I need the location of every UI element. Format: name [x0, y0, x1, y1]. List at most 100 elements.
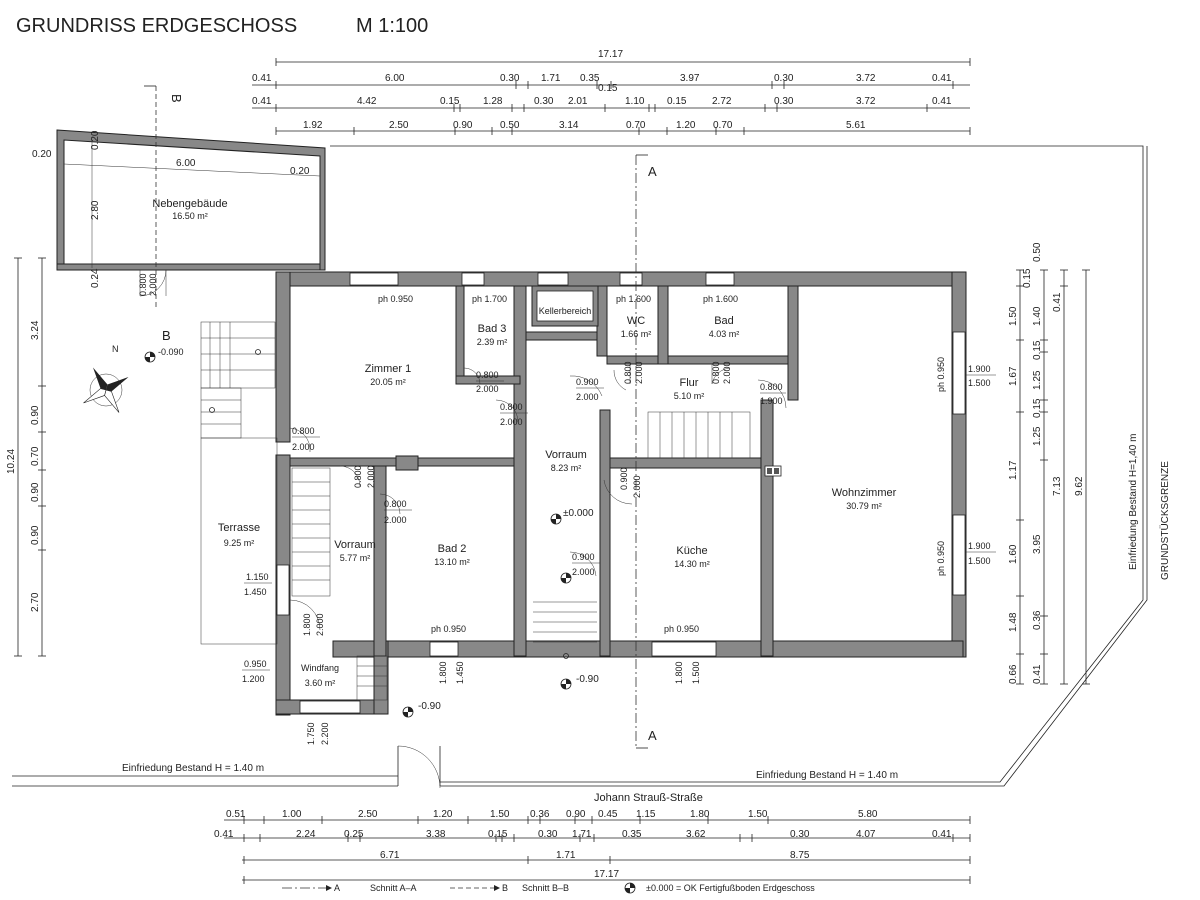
dim-label: 0.90 — [30, 482, 41, 502]
dim-label: 1.17 — [1008, 460, 1019, 480]
dim-label: 0.15 — [1032, 398, 1043, 418]
door-swings — [289, 364, 787, 631]
dim-label: 0.66 — [1008, 664, 1019, 684]
height-note: ph 1.700 — [472, 294, 507, 304]
legend-a-label: A — [334, 883, 340, 893]
dim-label: 3.24 — [30, 320, 41, 340]
room-windfang: Windfang — [301, 663, 339, 673]
dim-label: 2.70 — [30, 592, 41, 612]
height-note: ph 0.950 — [664, 624, 699, 634]
level-marker-2: -0.90 — [576, 674, 599, 685]
dim-label: 0.30 — [534, 96, 554, 107]
dim-label: 0.90 — [30, 405, 41, 425]
height-notes: ph 0.950 ph 1.700 ph 1.600 ph 1.600 ph 0… — [378, 294, 946, 634]
opening-h: 1.500 — [968, 556, 991, 566]
dim-label: 2.01 — [568, 96, 588, 107]
dim-label: 2.50 — [358, 809, 378, 820]
dim-bottom-total: 17.17 — [594, 869, 619, 880]
dim-neben-h: 2.80 — [90, 200, 101, 220]
dim-label: 1.71 — [541, 73, 561, 84]
dim-label: 0.35 — [580, 73, 600, 84]
room-kueche-area: 14.30 m² — [674, 559, 710, 569]
height-note: ph 0.950 — [936, 357, 946, 392]
opening-h: 2.000 — [476, 384, 499, 394]
room-kellerbereich: Kellerbereich — [539, 306, 592, 316]
opening-h: 2.000 — [292, 442, 315, 452]
dim-label: 0.15 — [1032, 340, 1043, 360]
room-flur-area: 5.10 m² — [674, 391, 705, 401]
room-bad: Bad — [714, 315, 734, 327]
site-lines — [12, 145, 1148, 789]
dim-label: 0.30 — [500, 73, 520, 84]
dim-label: 7.13 — [1052, 476, 1063, 496]
opening-w: 1.900 — [968, 364, 991, 374]
opening-w: 1.750 — [306, 722, 316, 745]
plan-scale: M 1:100 — [356, 15, 428, 37]
bottom-dimensions: 0.51 1.00 2.50 1.20 1.50 0.36 0.90 0.45 … — [214, 809, 971, 884]
dim-label: 0.30 — [538, 829, 558, 840]
opening-h: 1.900 — [760, 396, 783, 406]
level-marker-4: -0.090 — [158, 347, 184, 357]
dim-label: 0.25 — [344, 829, 364, 840]
dim-label: 0.41 — [1032, 664, 1043, 684]
dim-label: 3.62 — [686, 829, 706, 840]
compass-icon: N — [83, 344, 129, 413]
compass-north: N — [112, 344, 119, 354]
opening-h: 1.500 — [968, 378, 991, 388]
opening-dimensions: 0.800 2.000 0.800 2.000 0.900 2.000 0.80… — [138, 273, 996, 745]
dim-label: 2.24 — [296, 829, 316, 840]
opening-h: 1.450 — [455, 661, 465, 684]
opening-h: 1.500 — [691, 661, 701, 684]
dim-label: 1.60 — [1008, 544, 1019, 564]
room-kueche: Küche — [676, 545, 707, 557]
opening-h: 2.000 — [315, 613, 325, 636]
fence-left-label: Einfriedung Bestand H = 1.40 m — [122, 763, 264, 774]
section-a-top: A — [648, 164, 657, 179]
dim-label: 9.62 — [1074, 476, 1085, 496]
dim-neben-w: 6.00 — [176, 158, 196, 169]
dim-label: 0.41 — [932, 96, 952, 107]
opening-h: 2.000 — [500, 417, 523, 427]
dim-label: 1.71 — [556, 850, 576, 861]
stairs — [200, 321, 751, 701]
dim-label: 0.30 — [790, 829, 810, 840]
height-note: ph 0.950 — [431, 624, 466, 634]
room-nebengebaeude: Nebengebäude — [152, 198, 227, 210]
dim-label: 0.70 — [626, 120, 646, 131]
dim-label: 6.00 — [385, 73, 405, 84]
dim-label: 0.70 — [30, 446, 41, 466]
section-b-top: B — [169, 94, 184, 103]
opening-w: 0.800 — [353, 465, 363, 488]
dim-label: 2.72 — [712, 96, 732, 107]
legend-a-text: Schnitt A–A — [370, 883, 417, 893]
dim-label: 3.72 — [856, 73, 876, 84]
dim-label: 0.15 — [1022, 268, 1033, 288]
legend-b-text: Schnitt B–B — [522, 883, 569, 893]
dim-label: 0.15 — [667, 96, 687, 107]
dim-label: 1.50 — [748, 809, 768, 820]
opening-w: 1.800 — [674, 661, 684, 684]
opening-h: 2.000 — [572, 567, 595, 577]
opening-h: 2.000 — [384, 515, 407, 525]
opening-w: 1.900 — [968, 541, 991, 551]
dim-label: 0.45 — [598, 809, 618, 820]
opening-h: 2.000 — [632, 475, 642, 498]
dim-label: 1.80 — [690, 809, 710, 820]
dim-neben-c: 0.20 — [290, 166, 310, 177]
dim-label: 0.15 — [598, 83, 618, 94]
legend-b-label: B — [502, 883, 508, 893]
dim-label: 0.41 — [252, 73, 272, 84]
dim-neben-a: 0.20 — [32, 149, 52, 160]
opening-h: 2.000 — [148, 273, 158, 296]
opening-w: 1.800 — [302, 613, 312, 636]
opening-w: 1.150 — [246, 572, 269, 582]
room-terrasse-area: 9.25 m² — [224, 538, 255, 548]
dim-label: 0.41 — [932, 73, 952, 84]
opening-h: 2.000 — [366, 465, 376, 488]
dim-label: 1.25 — [1032, 426, 1043, 446]
opening-h: 2.200 — [320, 722, 330, 745]
dim-label: 0.41 — [252, 96, 272, 107]
dim-label: 0.30 — [774, 96, 794, 107]
dim-label: 5.80 — [858, 809, 878, 820]
opening-w: 0.800 — [623, 361, 633, 384]
